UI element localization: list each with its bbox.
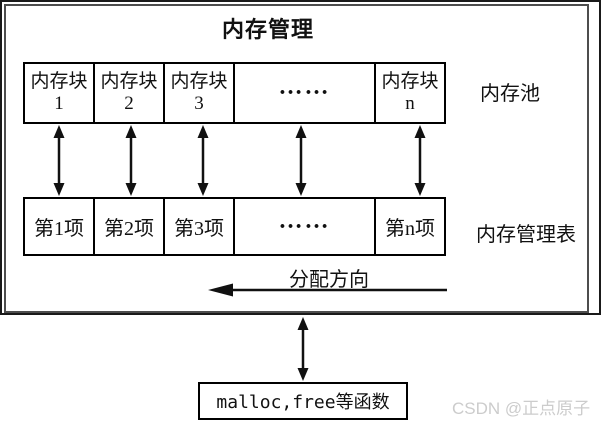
watermark-text: CSDN @正点原子 (452, 399, 591, 418)
cell-index: 2 (124, 93, 134, 114)
cell-label: 第3项 (174, 218, 224, 240)
page-title: 内存管理 (222, 17, 315, 42)
allocation-direction-label: 分配方向 (289, 269, 369, 291)
table-entry-cell-2: 第2项 (93, 197, 165, 256)
memory-pool-label: 内存池 (480, 83, 540, 105)
cell-index: 1 (54, 93, 64, 114)
memory-table-label: 内存管理表 (476, 224, 576, 246)
cell-index: 3 (194, 93, 204, 114)
memory-pool-row: 内存块 1 内存块 2 内存块 3 …… 内存块 n (23, 62, 446, 124)
cell-label: 第n项 (385, 218, 435, 240)
ellipsis-text: …… (278, 208, 331, 234)
cell-index: n (405, 93, 415, 114)
memory-block-cell-3: 内存块 3 (163, 62, 235, 124)
diagram-outer-frame (0, 0, 601, 315)
table-ellipsis-cell: …… (233, 197, 376, 256)
cell-label: 内存块 (170, 71, 228, 93)
table-entry-cell-n: 第n项 (374, 197, 446, 256)
memory-block-ellipsis-cell: …… (233, 62, 376, 124)
cell-label: 内存块 (30, 71, 88, 93)
memory-block-cell-n: 内存块 n (374, 62, 446, 124)
cell-label: 第2项 (104, 218, 154, 240)
cell-label: 内存块 (381, 71, 439, 93)
cell-label: 第1项 (34, 218, 84, 240)
memory-block-cell-1: 内存块 1 (23, 62, 95, 124)
memory-block-cell-2: 内存块 2 (93, 62, 165, 124)
cell-label: 内存块 (100, 71, 158, 93)
malloc-free-label: malloc,free等函数 (216, 392, 390, 413)
double-arrow-icon (297, 317, 309, 381)
memory-manager-box (4, 4, 589, 313)
malloc-free-box: malloc,free等函数 (198, 382, 408, 420)
table-entry-cell-1: 第1项 (23, 197, 95, 256)
table-entry-cell-3: 第3项 (163, 197, 235, 256)
memory-table-row: 第1项 第2项 第3项 …… 第n项 (23, 197, 446, 256)
ellipsis-text: …… (278, 74, 331, 101)
